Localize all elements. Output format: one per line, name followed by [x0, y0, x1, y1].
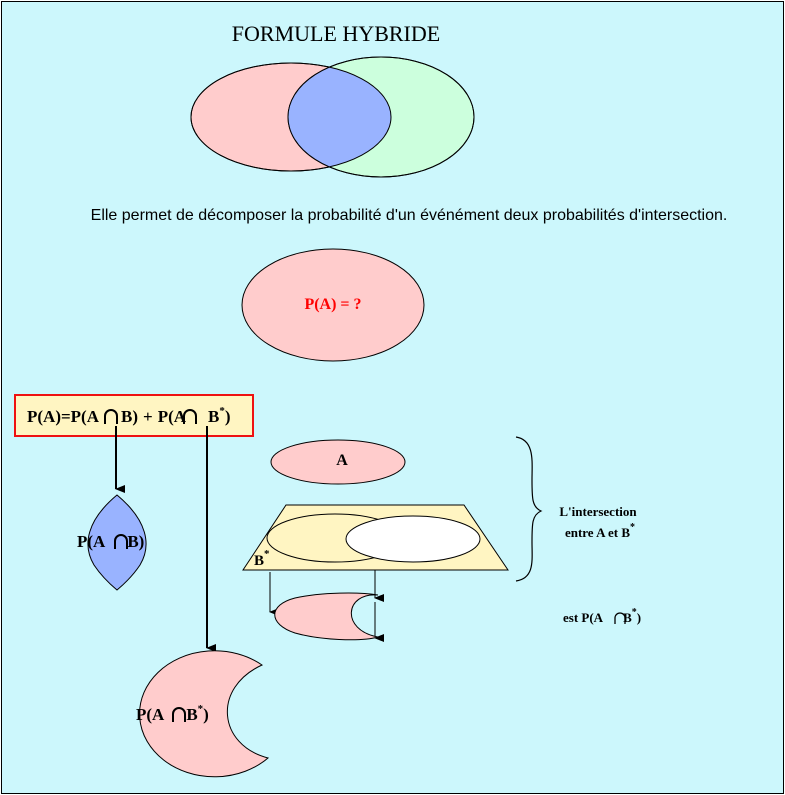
curly-brace-icon: [515, 436, 543, 582]
venn-intersection: [288, 63, 391, 171]
trapezoid-ellipse-b: [345, 515, 481, 563]
svg-text:est P(AB*): est P(AB*): [563, 607, 641, 625]
description-text: Elle permet de décomposer la probabilité…: [91, 207, 728, 224]
pa-question-label: P(A) = ?: [304, 296, 361, 313]
crescent-shape-small: [274, 592, 379, 641]
pa-ellipse: P(A) = ?: [241, 248, 425, 362]
ellipse-a-label: A: [336, 452, 348, 469]
bstar-label: B*: [254, 548, 270, 569]
page-title: FORMULE HYBRIDE: [232, 21, 440, 46]
intersection-symbol-icon: [104, 409, 118, 424]
ellipse-a: A: [270, 439, 406, 485]
venn-diagram: [190, 56, 475, 178]
intersection-symbol-icon: [114, 534, 128, 549]
intersection-symbol-icon: [183, 409, 197, 424]
intersection-symbol-icon: [614, 612, 626, 624]
intersection-note-line2: entre A et B*: [565, 522, 635, 540]
intersection-note-line1: L'intersection: [559, 504, 637, 519]
intersection-symbol-icon: [172, 707, 186, 722]
bstar-trapezoid: B*: [242, 504, 509, 571]
